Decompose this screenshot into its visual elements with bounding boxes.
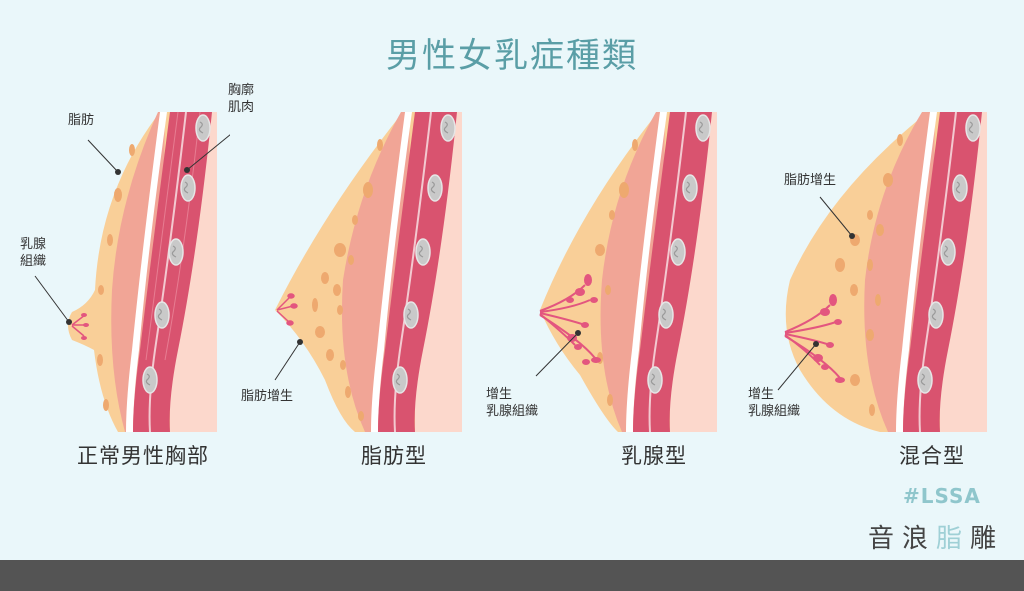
panel-gland-type: 增生 乳腺組織 <box>486 100 730 440</box>
label-gland-growth-line1: 增生 <box>486 387 513 402</box>
label-gland-tissue: 乳腺 組織 <box>20 236 46 270</box>
label-gland-growth-line2: 乳腺組織 <box>486 404 539 419</box>
panel-fat-type: 脂肪增生 <box>241 100 475 440</box>
mixed-type-illustration <box>777 111 987 433</box>
gland-type-illustration <box>535 111 717 433</box>
label-fat-growth-mixed: 脂肪增生 <box>784 173 837 188</box>
brand-hashtag: #LSSA <box>903 484 981 508</box>
panel-mixed-type: 脂肪增生 增生 乳腺組織 <box>748 100 1000 440</box>
label-gland-line2: 組織 <box>20 254 47 269</box>
brand-logo: 音浪脂雕 <box>868 518 1004 555</box>
brand-char-3: 脂 <box>936 524 971 554</box>
normal-chest-illustration <box>34 111 230 433</box>
caption-fat-type: 脂肪型 <box>361 444 427 468</box>
label-muscle-line1: 胸廓 <box>228 83 255 98</box>
label-gland-growth-mixed-line2: 乳腺組織 <box>748 404 801 419</box>
label-gland-growth-mixed: 增生 乳腺組織 <box>748 386 800 420</box>
fat-type-illustration <box>274 111 462 433</box>
brand-char-2: 浪 <box>902 524 937 554</box>
label-gland-growth: 增生 乳腺組織 <box>486 386 538 420</box>
caption-mixed-type: 混合型 <box>899 444 965 468</box>
label-fat: 脂肪 <box>68 113 95 128</box>
brand-char-1: 音 <box>868 524 903 554</box>
diagram-title: 男性女乳症種類 <box>386 36 638 76</box>
label-gland-growth-mixed-line1: 增生 <box>748 387 775 402</box>
panel-normal: 脂肪 乳腺 組織 <box>0 100 230 440</box>
caption-normal: 正常男性胸部 <box>77 444 209 468</box>
footer-bar <box>0 560 1024 591</box>
label-fat-growth: 脂肪增生 <box>241 389 294 404</box>
label-muscle-line2: 肌肉 <box>228 100 255 115</box>
label-chest-muscle: 胸廓 肌肉 <box>228 82 254 116</box>
label-gland-line1: 乳腺 <box>20 237 47 252</box>
brand-char-4: 雕 <box>970 524 1005 554</box>
caption-gland-type: 乳腺型 <box>621 444 687 468</box>
